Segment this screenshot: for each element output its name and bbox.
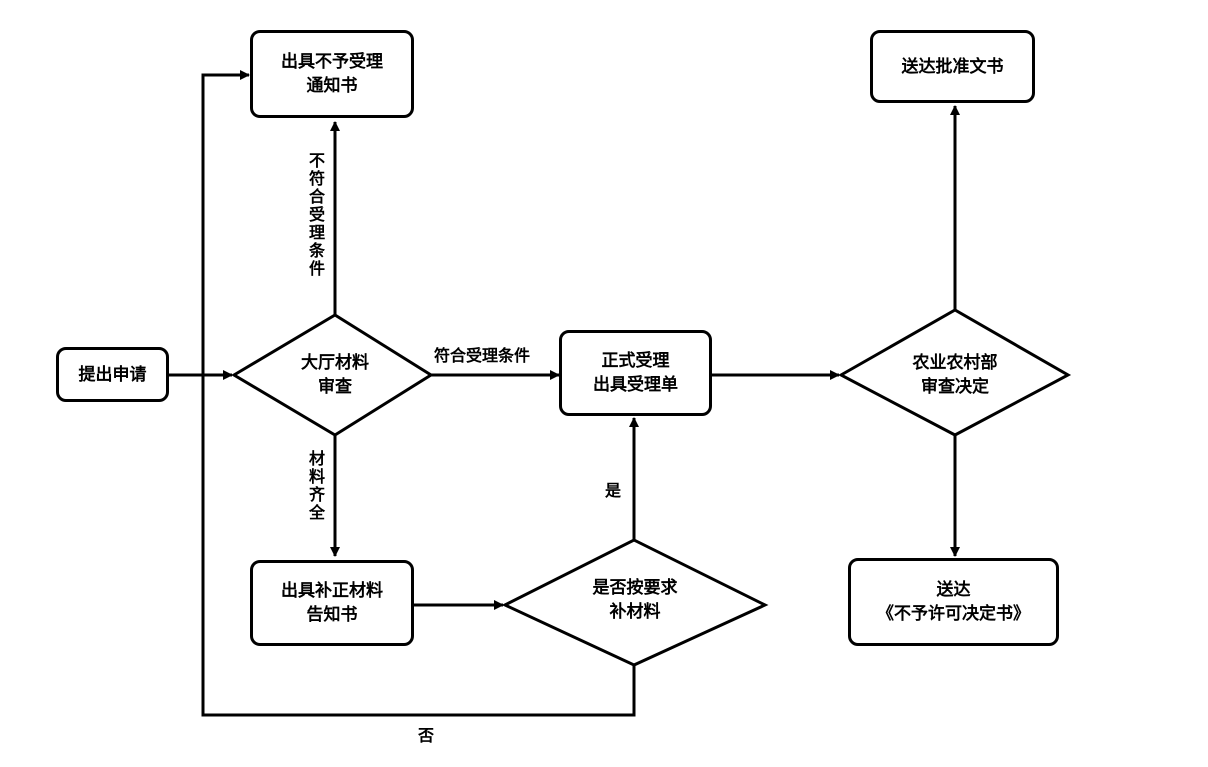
supplement-check-diamond <box>501 538 769 667</box>
edge-label-not-meet: 不符合受理条件 <box>306 152 325 278</box>
ministry-decision-diamond <box>837 308 1072 437</box>
approval-doc-box: 送达批准文书 <box>870 30 1035 103</box>
supplement-notice-box: 出具补正材料 告知书 <box>250 560 414 646</box>
reject-notice-box: 出具不予受理 通知书 <box>250 30 414 118</box>
edge-label-meet: 符合受理条件 <box>434 346 531 365</box>
ministry-decision-label: 农业农村部 审查决定 <box>912 353 998 397</box>
hall-review-label: 大厅材料 审查 <box>301 353 369 397</box>
formal-accept-box: 正式受理 出具受理单 <box>559 330 712 416</box>
supplement-check-label: 是否按要求 补材料 <box>592 578 678 622</box>
edge-label-complete: 材料齐全 <box>306 450 325 522</box>
submit-application-box: 提出申请 <box>56 347 169 402</box>
edge-label-no: 否 <box>418 726 435 745</box>
edge-label-yes: 是 <box>605 481 622 500</box>
denial-doc-box: 送达 《不予许可决定书》 <box>848 558 1059 646</box>
edge-check-to-reject <box>201 70 636 717</box>
